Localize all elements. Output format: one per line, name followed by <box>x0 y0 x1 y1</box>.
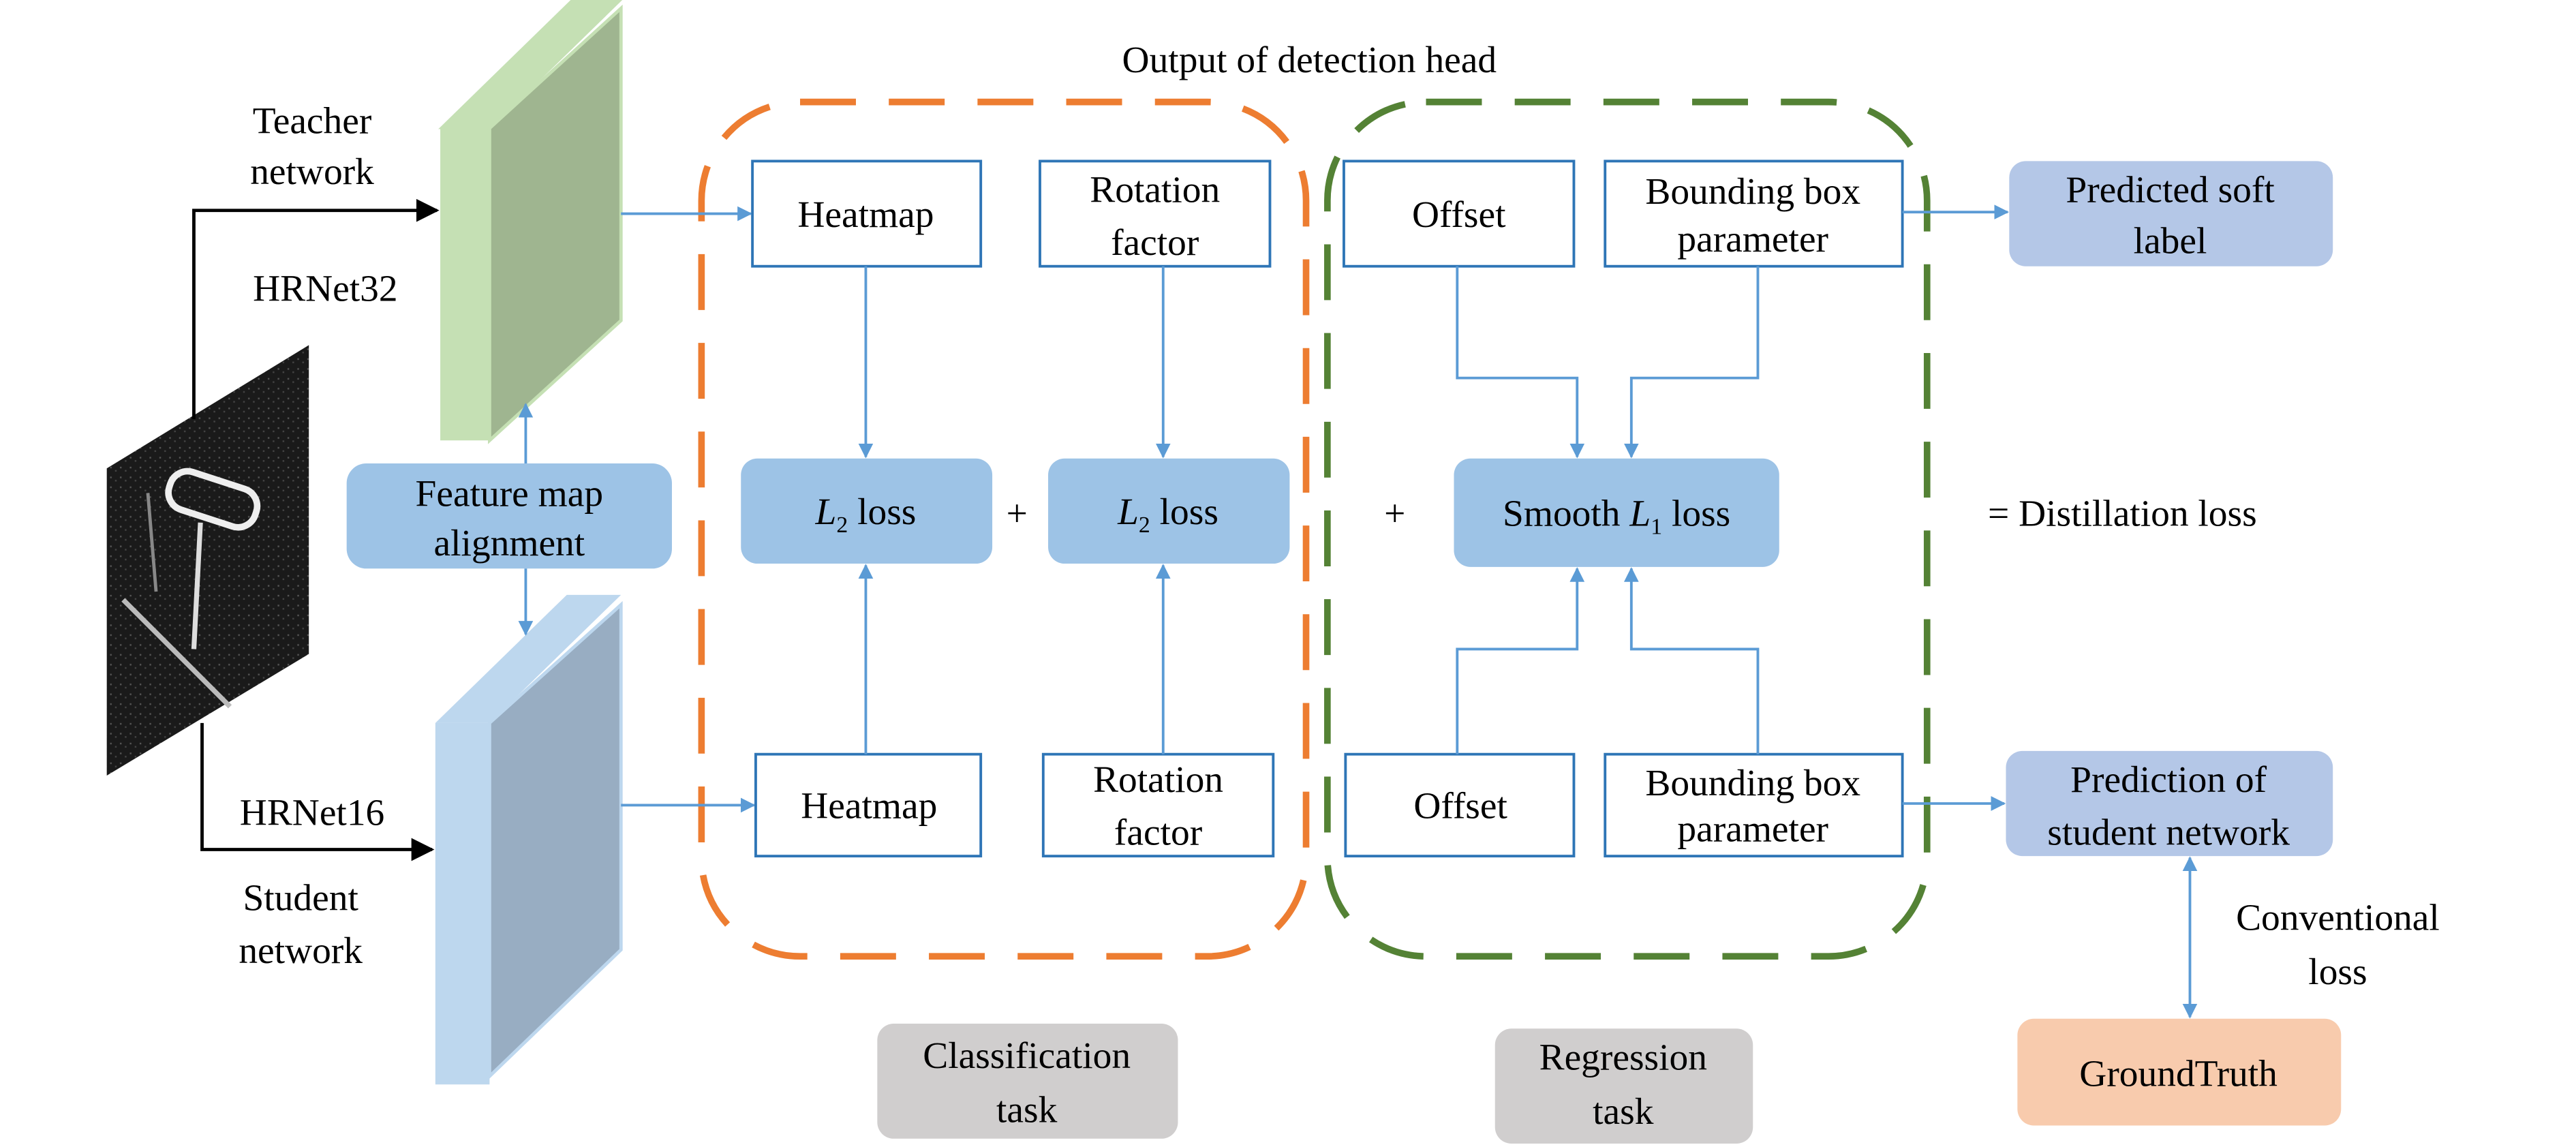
classification-group <box>698 98 1310 960</box>
plus-sign-1: + <box>1007 493 1028 534</box>
alignment-label: Feature map <box>416 473 604 515</box>
classification-task-label <box>877 1024 1178 1139</box>
student-heatmap-box <box>754 752 983 858</box>
teacher-heatmap-label: Heatmap <box>797 194 934 235</box>
teacher-offset-label: Offset <box>1412 194 1506 235</box>
arrow <box>1623 567 1760 754</box>
smooth-l1-loss-box <box>1454 458 1779 567</box>
regression-task-text: Regression <box>1539 1037 1707 1078</box>
distillation-loss-label: = Distillation loss <box>1988 493 2257 534</box>
arrow <box>1623 266 1760 459</box>
classification-task-text-2: task <box>996 1089 1058 1131</box>
student-bbox-box <box>1604 752 1904 858</box>
conventional-loss-label: Conventional <box>2236 897 2440 938</box>
student-offset-label: Offset <box>1413 785 1507 827</box>
alignment-label-2: alignment <box>433 522 585 564</box>
teacher-feature-map <box>438 0 623 444</box>
teacher-label-2: network <box>250 151 374 192</box>
conventional-loss-label-2: loss <box>2308 951 2367 992</box>
student-bbox-label: Bounding box <box>1645 762 1860 804</box>
classification-task-text: Classification <box>923 1035 1131 1076</box>
heatmap-l2-loss-box <box>741 458 993 564</box>
rotation-l2-loss-label: L2 loss <box>1117 491 1218 538</box>
predicted-soft-label-box <box>2009 161 2333 266</box>
ground-truth-label: GroundTruth <box>2079 1053 2278 1095</box>
student-path-arrow <box>200 722 435 861</box>
teacher-bbox-label: Bounding box <box>1645 170 1860 212</box>
regression-task-text-2: task <box>1593 1090 1654 1132</box>
student-rotation-label: Rotation <box>1093 759 1223 800</box>
teacher-rotation-label: Rotation <box>1090 169 1220 211</box>
heatmap-l2-loss-label: L2 loss <box>815 491 917 538</box>
teacher-path-arrow <box>192 198 440 419</box>
student-label: Student <box>243 877 358 919</box>
student-offset-box <box>1344 752 1576 858</box>
regression-group <box>1324 98 1931 960</box>
teacher-label: Teacher <box>253 100 372 141</box>
teacher-heatmap-box <box>751 159 983 268</box>
student-rotation-box <box>1041 752 1275 858</box>
smooth-l1-loss-label: Smooth L1 loss <box>1503 493 1730 540</box>
arrow <box>1456 266 1585 459</box>
student-backbone: HRNet16 <box>240 791 385 833</box>
ground-truth-box <box>2017 1018 2342 1126</box>
student-heatmap-label: Heatmap <box>801 785 937 827</box>
soft-label-text: Predicted soft <box>2066 169 2275 211</box>
diagram-title: Output of detection head <box>1122 39 1497 80</box>
feature-map-alignment-box <box>346 463 672 569</box>
regression-task-label <box>1494 1028 1753 1144</box>
student-feature-map <box>435 594 623 1085</box>
student-bbox-label-2: parameter <box>1677 808 1828 849</box>
student-rotation-label-2: factor <box>1114 811 1202 853</box>
teacher-bbox-label-2: parameter <box>1677 218 1828 260</box>
student-label-2: network <box>239 930 363 971</box>
teacher-bbox-box <box>1604 159 1904 268</box>
teacher-rotation-box <box>1039 159 1272 268</box>
student-prediction-box <box>2006 750 2333 857</box>
soft-label-text-2: label <box>2134 219 2207 261</box>
teacher-backbone: HRNet32 <box>253 267 398 309</box>
sar-input-image <box>106 345 309 776</box>
teacher-offset-box <box>1343 159 1576 268</box>
rotation-l2-loss-box <box>1048 458 1290 564</box>
arrow <box>1456 567 1585 754</box>
student-prediction-text: Prediction of <box>2070 759 2267 800</box>
plus-sign-2: + <box>1384 493 1405 534</box>
teacher-rotation-label-2: factor <box>1111 221 1199 263</box>
student-prediction-text-2: student network <box>2047 811 2290 853</box>
